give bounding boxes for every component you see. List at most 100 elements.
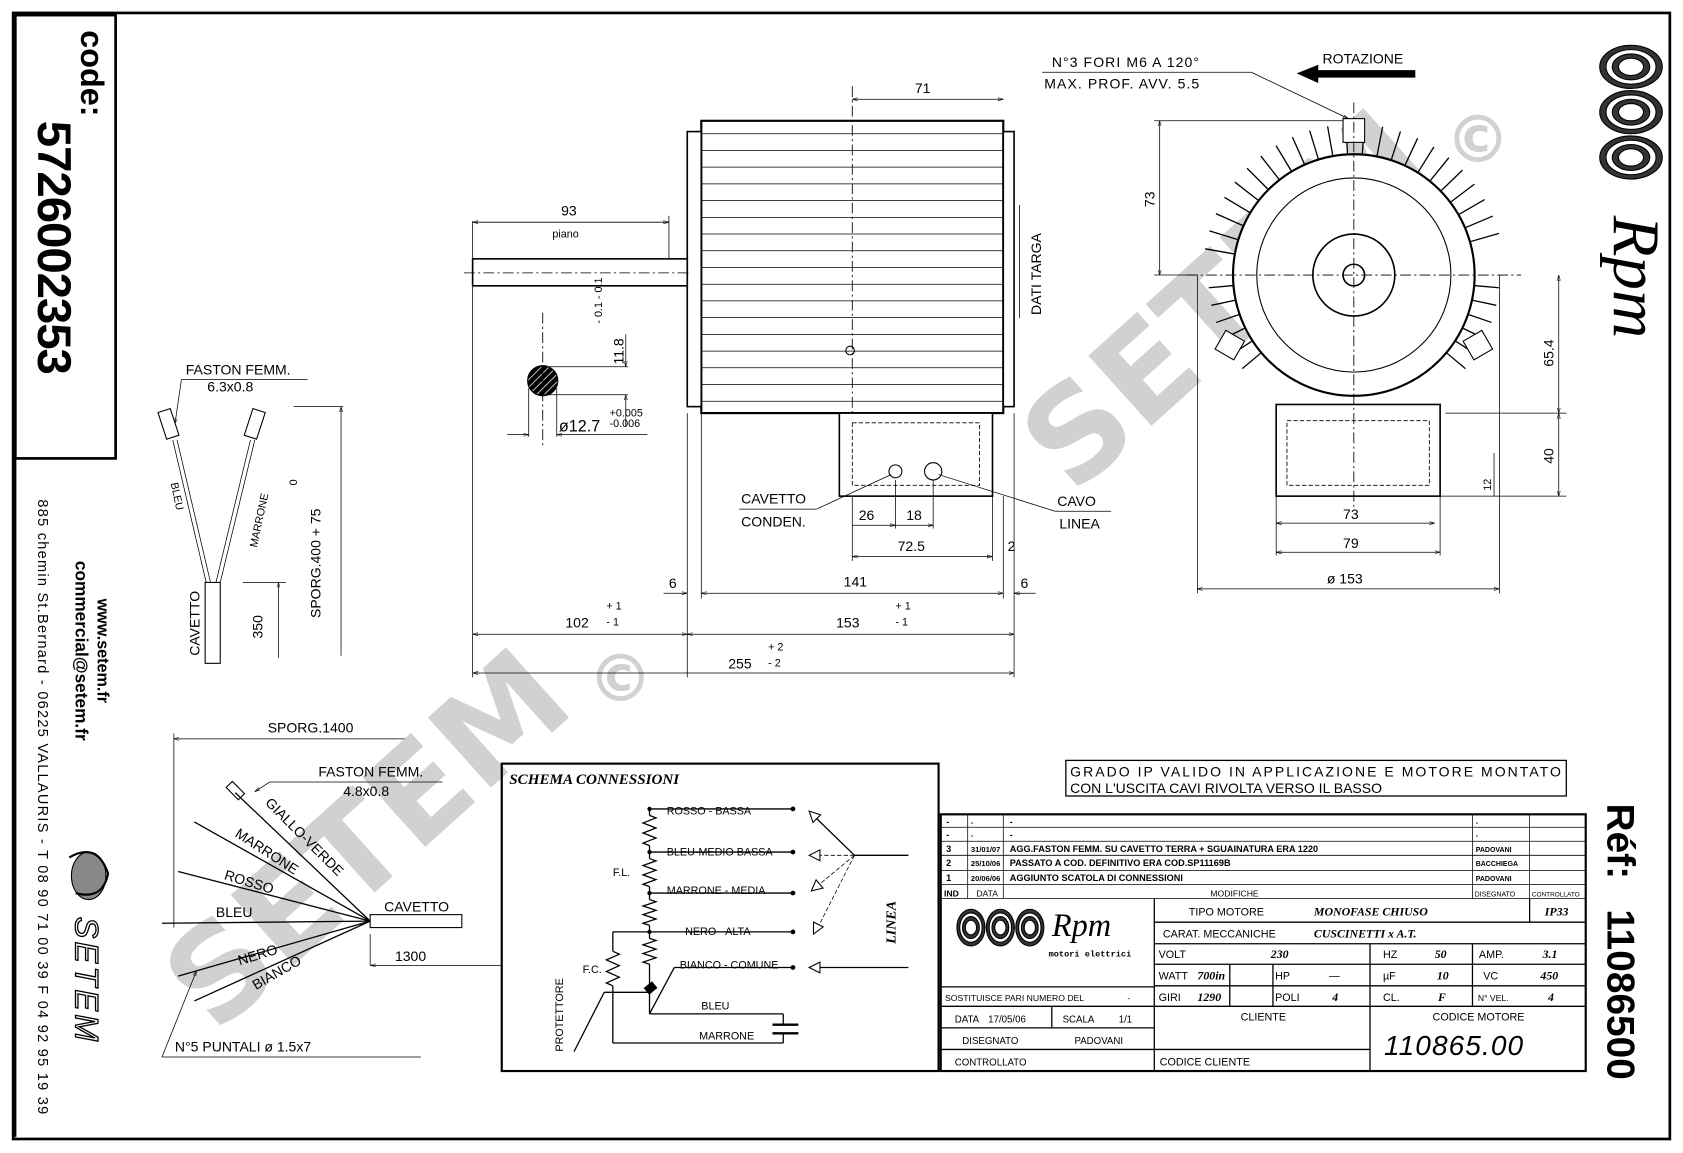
winding-resistor xyxy=(640,898,659,927)
address-text: 885 chemin St.Bernard - 06225 VALLAURIS … xyxy=(34,499,50,1114)
terminal-box-front-inner xyxy=(1286,420,1430,486)
revision-text: - xyxy=(1010,817,1013,827)
fin xyxy=(1458,198,1485,216)
tap-nero-alta: NERO - ALTA xyxy=(685,926,751,938)
holes-note-leader xyxy=(1251,71,1348,118)
schema-wiring xyxy=(573,806,909,1052)
cl-label: CL. xyxy=(1383,992,1400,1004)
fin xyxy=(1404,137,1419,166)
fin xyxy=(1376,126,1384,157)
fin xyxy=(1211,299,1236,306)
tap-rosso-bassa: ROSSO - BASSA xyxy=(667,805,752,817)
email-text: commercial@setem.fr xyxy=(72,561,92,741)
capacitor-cable-hole xyxy=(888,464,903,479)
tipo-motore-value: MONOFASE CHIUSO xyxy=(1313,905,1428,919)
motor-side-view: 11.8 - 0.1 - 0.1 ø12.7 +0.005 -0.006 71 … xyxy=(463,80,1112,678)
dim-71: 71 xyxy=(915,80,931,96)
wire-marrone-label: MARRONE xyxy=(248,492,271,548)
cavo-linea-label-1: CAVO xyxy=(1057,493,1096,509)
dim-79: 79 xyxy=(1343,535,1359,551)
fin xyxy=(1474,284,1499,289)
arrow-head-icon xyxy=(807,961,821,974)
cliente-label: CLIENTE xyxy=(1241,1011,1286,1023)
center-mark xyxy=(845,345,855,356)
field-fl-label: F.L. xyxy=(613,867,630,879)
codice-motore-value: 110865.00 xyxy=(1384,1030,1524,1061)
revision-date: 31/01/07 xyxy=(971,845,1000,854)
revision-date: - xyxy=(971,818,974,827)
hz-value: 50 xyxy=(1435,947,1447,961)
carat-label: CARAT. MECCANICHE xyxy=(1163,928,1276,940)
sostituisce-value: - xyxy=(1127,993,1130,1003)
fin xyxy=(1224,196,1251,214)
cavetto-conden-leader xyxy=(816,474,892,510)
setem-logo: SETEM xyxy=(68,851,110,1045)
revision-drawn: PADOVANI xyxy=(1476,876,1512,883)
piano-label: piano xyxy=(552,228,578,240)
faston-terminal-left xyxy=(157,407,180,440)
sporg-1400-label: SPORG.1400 xyxy=(268,719,354,735)
terminal-dot xyxy=(790,929,796,935)
cap-wire-bleu: BLEU xyxy=(701,1001,729,1013)
revision-ind: 1 xyxy=(946,873,951,883)
cable-length-350: 350 xyxy=(249,615,265,639)
disegnato-label: DISEGNATO xyxy=(962,1036,1019,1047)
fin xyxy=(1208,284,1234,289)
protettore-label: PROTETTORE xyxy=(554,978,566,1051)
protector-leader xyxy=(573,991,605,1052)
giri-value: 1290 xyxy=(1197,990,1221,1004)
dim-102: 102 xyxy=(565,615,589,631)
codice-cliente-label: CODICE CLIENTE xyxy=(1160,1057,1250,1069)
revision-ind: 2 xyxy=(946,858,951,868)
terminal-box-inner xyxy=(851,422,980,486)
node xyxy=(647,806,652,812)
revision-ind: - xyxy=(946,830,949,840)
dim-12: 12 xyxy=(1482,479,1494,491)
cavetto-label: CAVETTO xyxy=(187,591,203,656)
setem-logo-text: SETEM xyxy=(69,917,105,1045)
node xyxy=(647,890,652,896)
faston-leader xyxy=(175,379,182,424)
holes-note-line1: N°3 FORI M6 A 120° xyxy=(1052,54,1200,70)
cable-sheath-line xyxy=(369,914,463,929)
dim-255-tol-down: - 2 xyxy=(768,658,781,670)
motor-rear-cap xyxy=(1002,130,1015,408)
faston-terminal-right xyxy=(243,407,266,440)
poli-label: POLI xyxy=(1275,992,1300,1004)
winding-resistor xyxy=(640,937,659,965)
revision-ind: - xyxy=(946,817,949,827)
fin xyxy=(1215,313,1240,324)
terminal-dot xyxy=(790,849,796,855)
ref-label: Réf: xyxy=(1598,804,1641,879)
revision-text: - xyxy=(1010,830,1013,840)
tipo-motore-label: TIPO MOTORE xyxy=(1189,907,1264,919)
rotation-arrow-icon xyxy=(1296,64,1416,84)
rpm-logo-text: Rpm xyxy=(1599,215,1673,339)
company-subtitle: motori elettrici xyxy=(1049,950,1132,960)
front-fins xyxy=(1205,124,1500,370)
faston-label-line: FASTON FEMM. xyxy=(318,764,423,780)
revision-drawn: BACCHIEGA xyxy=(1476,861,1518,868)
dim-153: 153 xyxy=(836,615,860,631)
company-logo-text: Rpm xyxy=(1051,907,1111,943)
revision-drawn: PADOVANI xyxy=(1476,847,1512,854)
fin xyxy=(1390,131,1402,161)
wire xyxy=(177,920,371,977)
tips-label: N°5 PUNTALI ø 1.5x7 xyxy=(175,1039,311,1055)
fin xyxy=(1440,169,1463,192)
wire xyxy=(194,821,371,922)
rpm-logo-coils xyxy=(1599,44,1663,180)
faston-label: FASTON FEMM. xyxy=(186,361,291,377)
watermark-text-bottom: SETEM xyxy=(136,620,599,1058)
cavetto-label-line: CAVETTO xyxy=(384,898,449,914)
fin xyxy=(1467,313,1492,324)
ref-number: 11086500 xyxy=(1598,909,1641,1080)
wires xyxy=(161,792,371,1002)
watt-label: WATT xyxy=(1159,970,1189,982)
dim-102-tol-down: - 1 xyxy=(606,617,619,629)
wire xyxy=(178,870,371,922)
dim-255: 255 xyxy=(728,656,752,672)
fin xyxy=(1291,136,1306,165)
product-code: 5726002353 xyxy=(27,121,80,374)
dim-6-right: 6 xyxy=(1021,575,1029,591)
